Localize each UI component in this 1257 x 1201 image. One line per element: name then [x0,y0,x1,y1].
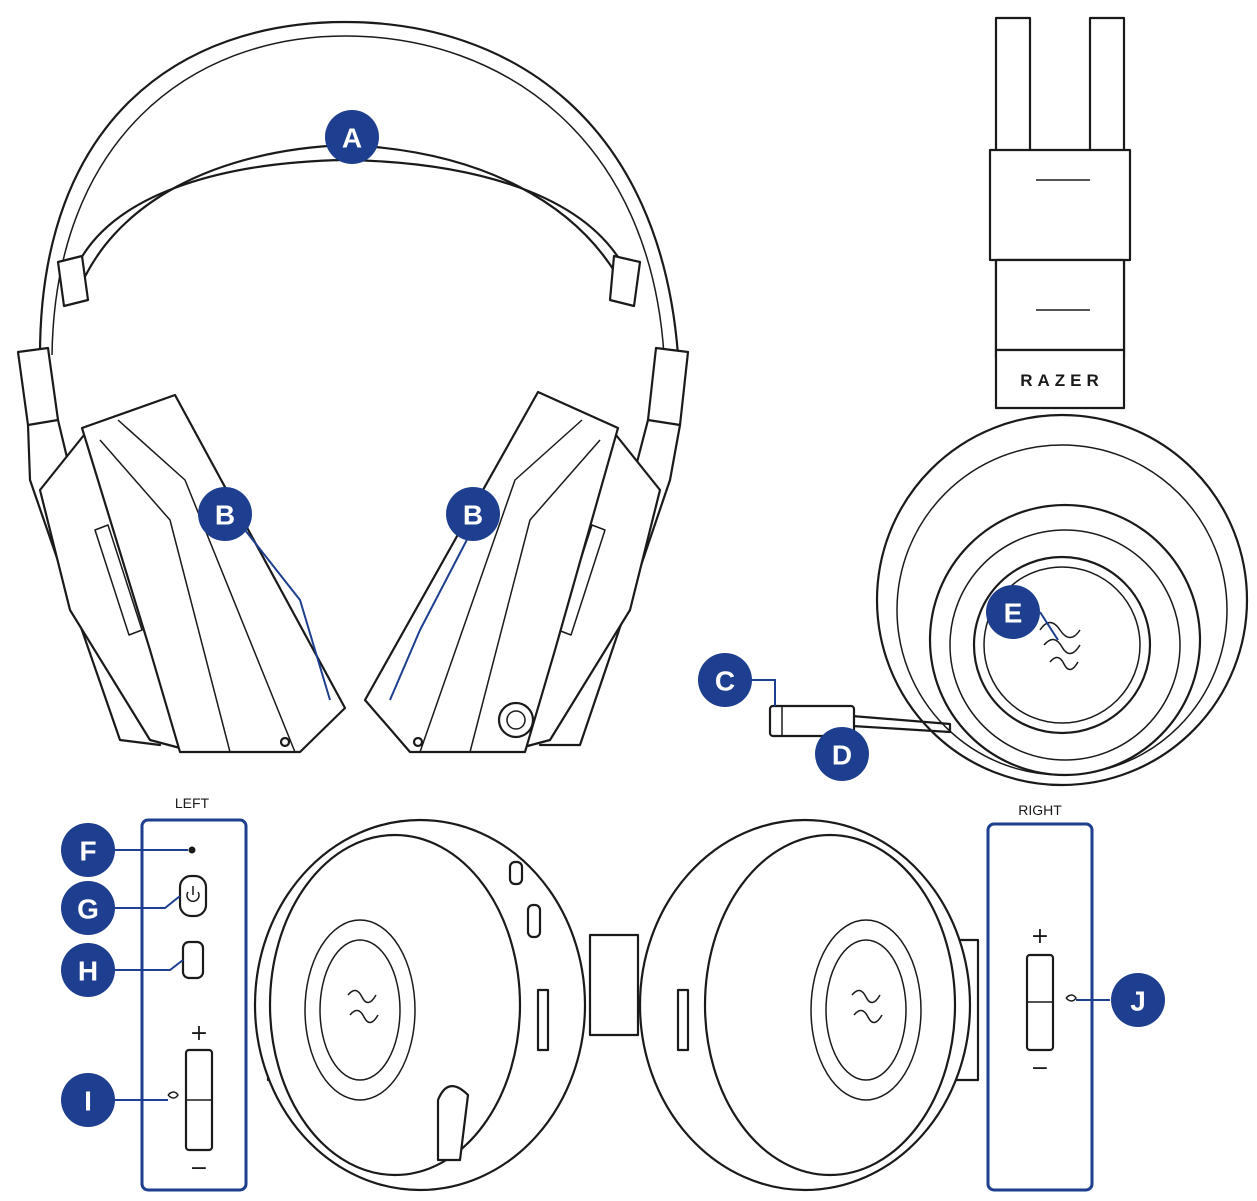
side-earcup-plate-inner [949,529,1181,761]
svg-text:F: F [79,836,96,867]
svg-text:C: C [715,666,735,697]
leader-lines [112,529,1110,1101]
bottom-volume-right [676,988,690,1052]
svg-text:A: A [342,123,362,154]
brand-plate [994,348,1126,410]
bottom-earcup-right [703,833,957,1177]
volume-minus-left: − [190,1156,208,1181]
svg-text:B: B [215,500,235,531]
bottom-usb-port [526,903,542,939]
svg-text:E: E [1004,598,1023,629]
headband-outer-inner-edge [51,35,665,356]
callout-e: E [986,585,1040,639]
leader-h [112,959,184,971]
callout-c: C [698,653,752,707]
earpad-left [80,393,347,754]
leader-c [750,679,776,706]
brand-text: RAZER [1020,371,1104,390]
power-icon [186,886,200,902]
mic-port-right [412,736,424,748]
side-view: RAZER [768,16,1249,787]
svg-text:D: D [832,740,852,771]
right-panel-label: RIGHT [1018,802,1062,818]
left-controls-panel: LEFT + − [140,795,248,1192]
razer-logo-left-icon [347,989,379,1024]
suspension-band-inner [78,158,622,262]
callout-b-right: B [446,487,500,541]
mic-boom [850,714,952,734]
slider-right [646,346,690,427]
bottom-earcup-right-plate [810,919,922,1101]
svg-text:J: J [1130,986,1146,1017]
callout-a: A [325,110,379,164]
bottom-band [588,933,640,1037]
left-panel-frame [140,818,248,1192]
earcup-left-slot [94,524,143,636]
callout-g: G [61,881,115,935]
earpad-left-seam [117,419,296,753]
earpad-right [363,390,620,754]
bottom-earcup-right-logo [825,939,907,1081]
volume-plus-right: + [1031,924,1049,949]
front-view [16,20,690,754]
slider-left [16,346,60,427]
side-slider-lower [994,258,1126,352]
left-panel-label: LEFT [175,795,210,811]
power-button[interactable] [178,874,208,918]
earpad-right-seam2 [469,439,601,753]
earpad-left-seam2 [99,439,231,753]
bottom-earcup-left [268,833,522,1177]
mic-capsule [768,704,856,738]
callout-b-left: B [198,487,252,541]
leader-b-left [244,529,331,701]
side-logo-disc [972,555,1152,735]
bottom-earcup-left-logo [319,939,401,1081]
razer-logo-icon [1039,621,1081,671]
svg-text:H: H [78,956,98,987]
pairing-icon-left [167,1091,179,1099]
mic-port-left [279,736,291,748]
callout-h: H [61,943,115,997]
volume-minus-right: − [1031,1056,1049,1081]
svg-text:B: B [463,500,483,531]
leader-e [1039,611,1059,641]
usb-c-port [181,940,205,980]
leader-g [112,895,181,909]
volume-plus-left: + [190,1021,208,1046]
bottom-mic-arm [436,1085,470,1162]
band-cap-left [56,254,90,308]
side-slider-upper [988,148,1132,262]
status-led [188,846,196,854]
suspension-band-outer [73,143,632,302]
bottom-earcup-left-plate [304,919,416,1101]
bottom-view [253,818,980,1192]
side-logo-disc-inner [983,566,1141,724]
earpad-right-seam [419,419,583,753]
right-controls-panel: RIGHT + − [986,802,1094,1192]
callout-i: I [61,1073,115,1127]
razer-logo-right-icon [851,989,883,1024]
band-cap-right [608,254,642,308]
audio-jack-port [497,701,535,739]
callouts: A B B C D E F G [61,110,1165,1127]
pairing-icon-right [1065,994,1077,1002]
svg-text:G: G [77,894,99,925]
audio-jack-port-inner [506,710,526,730]
callout-d: D [815,727,869,781]
headband-outer [38,20,680,357]
bottom-power-btn [508,860,524,886]
bottom-volume-left [536,988,550,1052]
svg-text:I: I [84,1086,92,1117]
leader-b-right [389,529,473,701]
callout-f: F [61,823,115,877]
callout-j: J [1111,973,1165,1027]
